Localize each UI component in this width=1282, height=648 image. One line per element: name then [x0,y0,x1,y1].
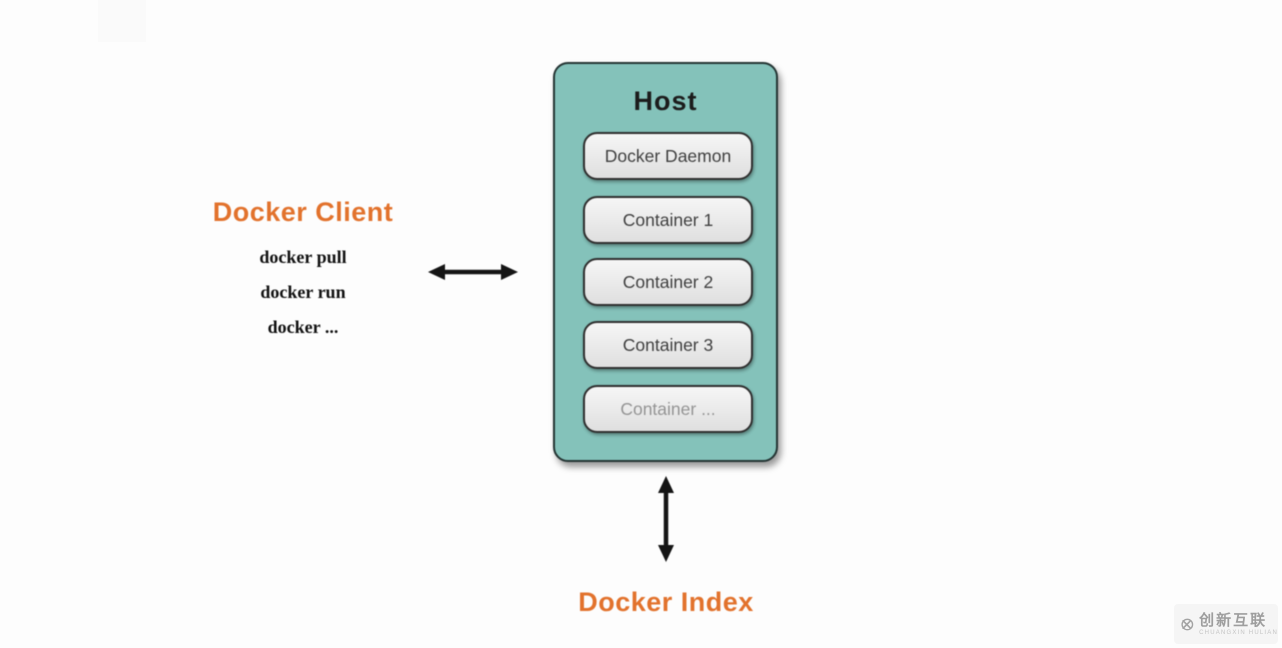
cx-circle-logo-icon [1181,618,1194,630]
double-arrow-vertical-icon [658,476,674,562]
docker-client-title: Docker Client [212,197,394,227]
client-command: docker ... [267,317,339,337]
client-command: docker run [260,282,346,302]
host-box: Host Docker Daemon Container 1 Container… [553,62,778,462]
container-box: Container 3 [583,321,753,369]
container-box: Container 1 [583,196,753,244]
docker-daemon-box: Docker Daemon [583,132,753,180]
host-title: Host [633,86,698,116]
faint-top-artifact [98,0,146,42]
container-box: Container ... [583,385,753,433]
watermark-subtext: CHUANGXIN HULIAN [1199,629,1278,636]
watermark: 创新互联 CHUANGXIN HULIAN [1174,604,1278,644]
docker-index-title: Docker Index [578,587,754,617]
double-arrow-horizontal-icon [428,264,518,280]
client-command: docker pull [259,247,347,267]
container-box: Container 2 [583,258,753,306]
watermark-brand: 创新互联 [1199,611,1268,629]
watermark-text: 创新互联 CHUANGXIN HULIAN [1199,613,1278,636]
